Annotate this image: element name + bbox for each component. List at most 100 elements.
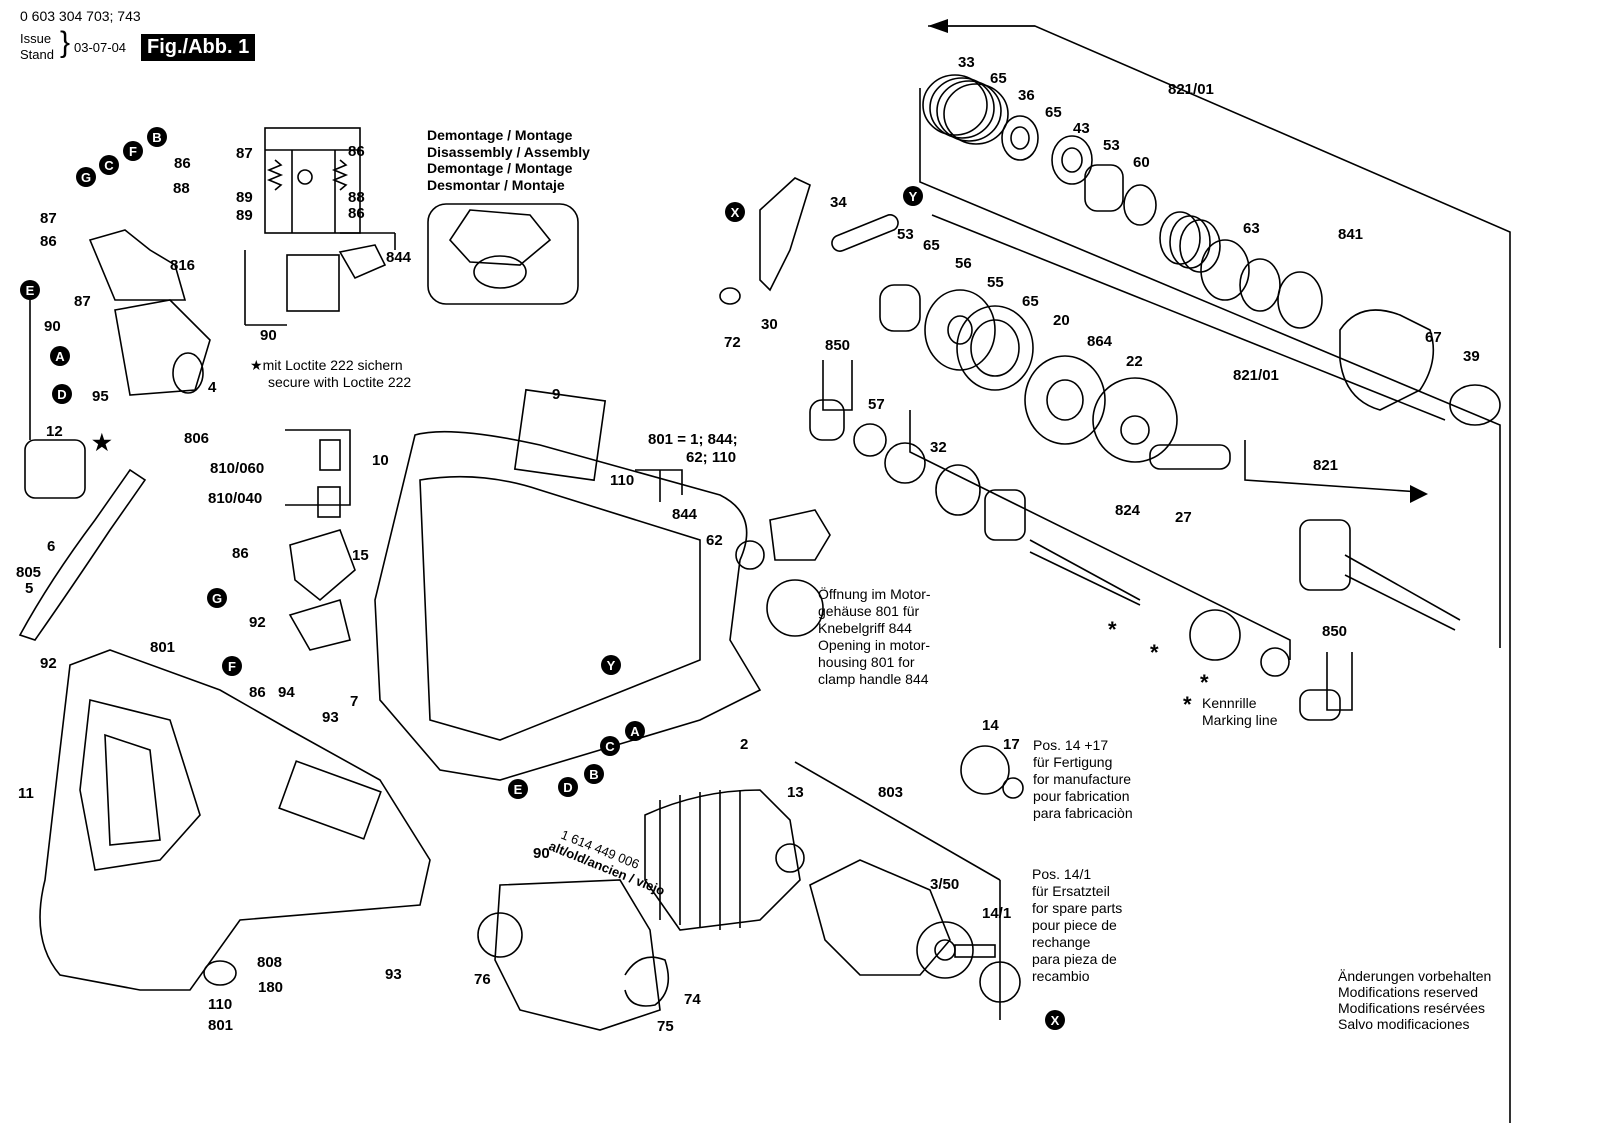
part-label: 86 [249,684,266,701]
part-label: 821/01 [1233,367,1279,384]
callout-a-marker: A [625,721,645,741]
notice-line: Änderungen vorbehalten [1338,968,1492,984]
loctite-note-line: secure with Loctite 222 [268,374,412,390]
part-label: 844 [672,506,698,523]
callout-x-marker: X [1045,1010,1065,1030]
svg-text:D: D [563,780,572,795]
figure-badge: Fig./Abb. 1 [141,34,256,61]
part-label: 87 [74,293,91,310]
opening-note: Öffnung im Motor- gehäuse 801 für Knebel… [818,586,931,688]
brace-glyph: } [60,26,71,59]
callout-y-marker: Y [903,186,923,206]
part-label: 89 [236,207,253,224]
part-label: 2 [740,736,748,753]
pos-note-line: Pos. 14/1 [1032,866,1092,882]
part-label: 816 [170,257,195,274]
callout-d-marker: D [558,777,578,797]
part-label: 36 [1018,87,1035,104]
svg-text:G: G [81,170,91,185]
part-label: 53 [897,226,914,243]
notice-line: Modifications reserved [1338,984,1479,1000]
svg-text:B: B [152,130,161,145]
marking-note-line: Marking line [1202,712,1278,728]
part-label: 17 [1003,736,1020,753]
part-label: 57 [868,396,885,413]
part-label: 10 [372,452,389,469]
part-label: 62 [706,532,723,549]
part-label: 43 [1073,120,1090,137]
part-label: 90 [260,327,277,344]
star-icon: ★ * * * * [92,430,1209,717]
part-label: 821/01 [1168,81,1214,98]
opening-note-line: Öffnung im Motor- [818,586,931,602]
part-label: 53 [1103,137,1120,154]
part-label: 808 [257,954,282,971]
pos-note-line: Pos. 14 +17 [1033,737,1109,753]
part-label: 65 [1022,293,1039,310]
svg-text:B: B [589,767,598,782]
part-label: 850 [1322,623,1347,640]
part-label: 72 [724,334,741,351]
opening-note-line: gehäuse 801 für [818,603,920,619]
part-label: 87 [236,145,253,162]
pos-14-17-note: Pos. 14 +17 für Fertigung for manufactur… [1033,737,1133,822]
pos-note-line: para fabricaciòn [1033,805,1133,821]
part-label: 65 [1045,104,1062,121]
callout-b-marker: B [584,764,604,784]
issue-labels: Issue Stand [20,31,54,63]
part-label: 821 [1313,457,1338,474]
callout-c-marker: C [99,155,119,175]
part-label: 110 [610,472,634,489]
part-label: 92 [40,655,57,672]
part-label: 803 [878,784,903,801]
part-label: 801 = 1; 844; [648,431,738,448]
star-icon: ★ [250,357,263,373]
part-label: 801 [208,1017,233,1034]
part-label: 14/1 [982,905,1011,922]
pos-note-line: für Fertigung [1033,754,1113,770]
part-label: 5 [25,580,33,597]
part-label: 86 [174,155,191,172]
part-label: 32 [930,439,947,456]
svg-text:F: F [129,144,137,159]
part-label: 20 [1053,312,1070,329]
callout-y-marker: Y [601,655,621,675]
svg-text:C: C [605,739,615,754]
callout-x-marker: X [725,202,745,222]
marking-note-line: Kennrille [1202,695,1257,711]
modifications-notice: Änderungen vorbehalten Modifications res… [1338,968,1491,1032]
notice-line: Modifications resérvées [1338,1000,1486,1016]
part-label: 805 [16,564,41,581]
svg-text:C: C [104,158,114,173]
pos-note-line: para pieza de [1032,951,1117,967]
part-number-labels: 33 65 36 65 43 53 60 821/01 63 841 67 39… [16,54,1480,1035]
callout-b-marker: B [147,127,167,147]
part-label: 90 [44,318,61,335]
part-label: 844 [386,249,412,266]
part-label: 74 [684,991,701,1008]
svg-text:Y: Y [909,189,918,204]
part-label: 55 [987,274,1004,291]
part-label: 88 [348,189,365,206]
part-label: 94 [278,684,295,701]
svg-text:*: * [1200,670,1209,695]
part-label: 13 [787,784,804,801]
part-label: 864 [1087,333,1113,350]
part-label: 67 [1425,329,1442,346]
part-label: 15 [352,547,369,564]
callout-g-marker: G [76,167,96,187]
svg-text:E: E [514,782,523,797]
part-label: 6 [47,538,55,555]
opening-note-line: Opening in motor- [818,637,931,653]
part-label: 86 [232,545,249,562]
svg-text:G: G [212,591,222,606]
opening-note-line: housing 801 for [818,654,915,670]
old-part-note: 1 614 449 006 alt/old/ancien / viejo [547,827,667,898]
svg-text:A: A [630,724,640,739]
part-label: 850 [825,337,850,354]
pos-note-line: for spare parts [1032,900,1123,916]
part-label: 22 [1126,353,1143,370]
part-label: 86 [348,205,365,222]
document-number: 0 603 304 703; 743 [20,8,141,24]
